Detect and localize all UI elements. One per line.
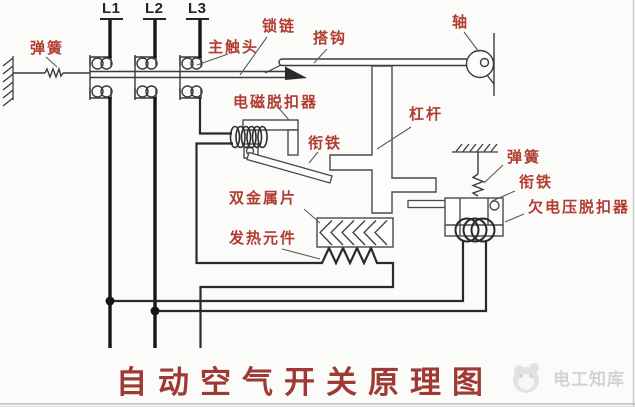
bimetal-strip-symbol xyxy=(316,217,394,248)
diagram-title: 自动空气开关原理图 xyxy=(116,365,494,400)
label-armature-em: 衔铁 xyxy=(308,135,343,152)
uv-coil-wires xyxy=(110,240,488,313)
leader-spring-left xyxy=(45,56,58,68)
em-armature xyxy=(246,151,333,184)
leader-shaft xyxy=(463,31,480,53)
spring-left-symbol xyxy=(13,66,90,79)
label-lever: 杠杆 xyxy=(409,106,444,123)
pole-l1 xyxy=(89,55,113,100)
leader-armature-em xyxy=(308,151,319,164)
phase-label-l2: L2 xyxy=(143,1,166,20)
leader-bimetal xyxy=(303,208,321,224)
leader-em-release xyxy=(275,104,290,121)
watermark-logo xyxy=(513,363,539,393)
catch-hook-tip-line xyxy=(264,64,282,74)
junction-dot-l1 xyxy=(105,296,115,306)
uv-spring-symbol xyxy=(471,152,485,197)
watermark-text: 电工知库 xyxy=(553,370,625,389)
label-catch-hook: 搭钩 xyxy=(313,30,348,47)
label-em-release: 电磁脱扣器 xyxy=(233,94,319,111)
label-heating-element: 发热元件 xyxy=(229,230,298,247)
leader-uv-release xyxy=(504,213,525,223)
em-release-coil xyxy=(229,125,268,149)
phase-wires xyxy=(108,18,202,348)
main-contact-bar xyxy=(90,70,287,79)
leader-armature-uv xyxy=(491,190,516,202)
pole-l3 xyxy=(179,55,203,100)
leader-lever xyxy=(376,126,412,150)
leader-main-contact xyxy=(196,53,229,66)
label-armature-uv: 衔铁 xyxy=(519,174,554,191)
catch-hook-bar xyxy=(278,58,471,67)
uv-release-coil xyxy=(454,217,496,243)
uv-ground-hatch xyxy=(452,143,498,153)
label-shaft: 轴 xyxy=(452,14,470,31)
junction-dots xyxy=(105,296,160,316)
junction-dot-l2 xyxy=(150,306,160,316)
label-lock-chain: 锁链 xyxy=(262,18,297,35)
wall-anchor-hatch xyxy=(2,56,14,107)
label-main-contact: 主触头 xyxy=(208,39,260,56)
em-release-core xyxy=(242,119,299,159)
leader-catch-hook xyxy=(313,48,328,64)
leader-lock-chain xyxy=(239,36,268,76)
phase-label-l3: L3 xyxy=(186,1,209,20)
shaft-pivot xyxy=(465,33,495,96)
hook-wedge xyxy=(285,66,307,80)
lever-shape xyxy=(329,65,437,214)
leader-lines xyxy=(45,31,525,260)
pole-l2 xyxy=(134,55,158,100)
label-spring-right: 弹簧 xyxy=(507,149,542,166)
label-spring-left: 弹簧 xyxy=(30,40,65,57)
label-bimetal-strip: 双金属片 xyxy=(229,190,298,207)
em-heater-circuit-wire xyxy=(195,97,395,348)
label-uv-release: 欠电压脱扣器 xyxy=(528,199,631,216)
phase-label-l1: L1 xyxy=(100,1,123,20)
leader-heating xyxy=(281,248,321,260)
pole-contacts xyxy=(89,55,203,100)
leader-spring-right xyxy=(483,164,504,184)
